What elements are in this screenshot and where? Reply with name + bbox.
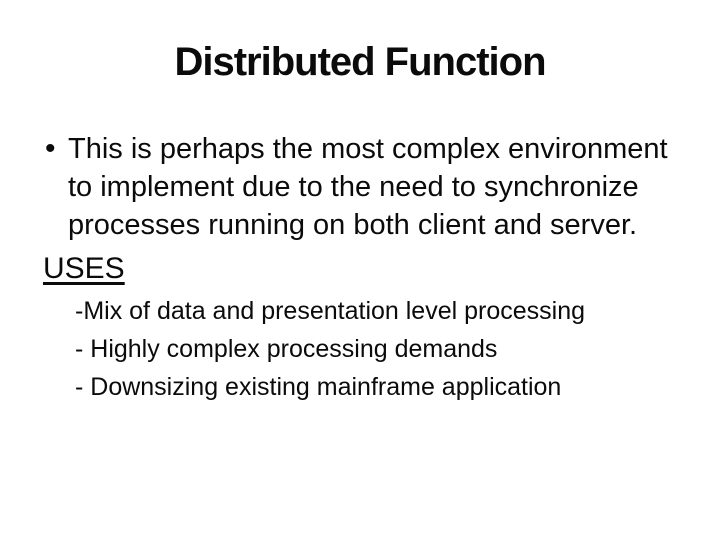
bullet-text-line-2: to implement due to the need to synchron… [68, 171, 639, 203]
bullet-paragraph: • This is perhaps the most complex envir… [45, 130, 668, 244]
slide-title: Distributed Function [174, 40, 546, 84]
bullet-text-block: This is perhaps the most complex environ… [68, 130, 668, 244]
sub-item-mix-of-data: -Mix of data and presentation level proc… [75, 297, 586, 325]
bullet-text-line-3: processes running on both client and ser… [68, 209, 638, 241]
bullet-icon: • [45, 132, 56, 165]
sub-item-highly-complex: - Highly complex processing demands [75, 335, 498, 363]
sub-item-downsizing: - Downsizing existing mainframe applicat… [75, 373, 562, 401]
bullet-text-line-1: This is perhaps the most complex environ… [68, 133, 668, 165]
uses-sub-list: -Mix of data and presentation level proc… [75, 292, 585, 406]
uses-heading: USES [43, 252, 125, 285]
